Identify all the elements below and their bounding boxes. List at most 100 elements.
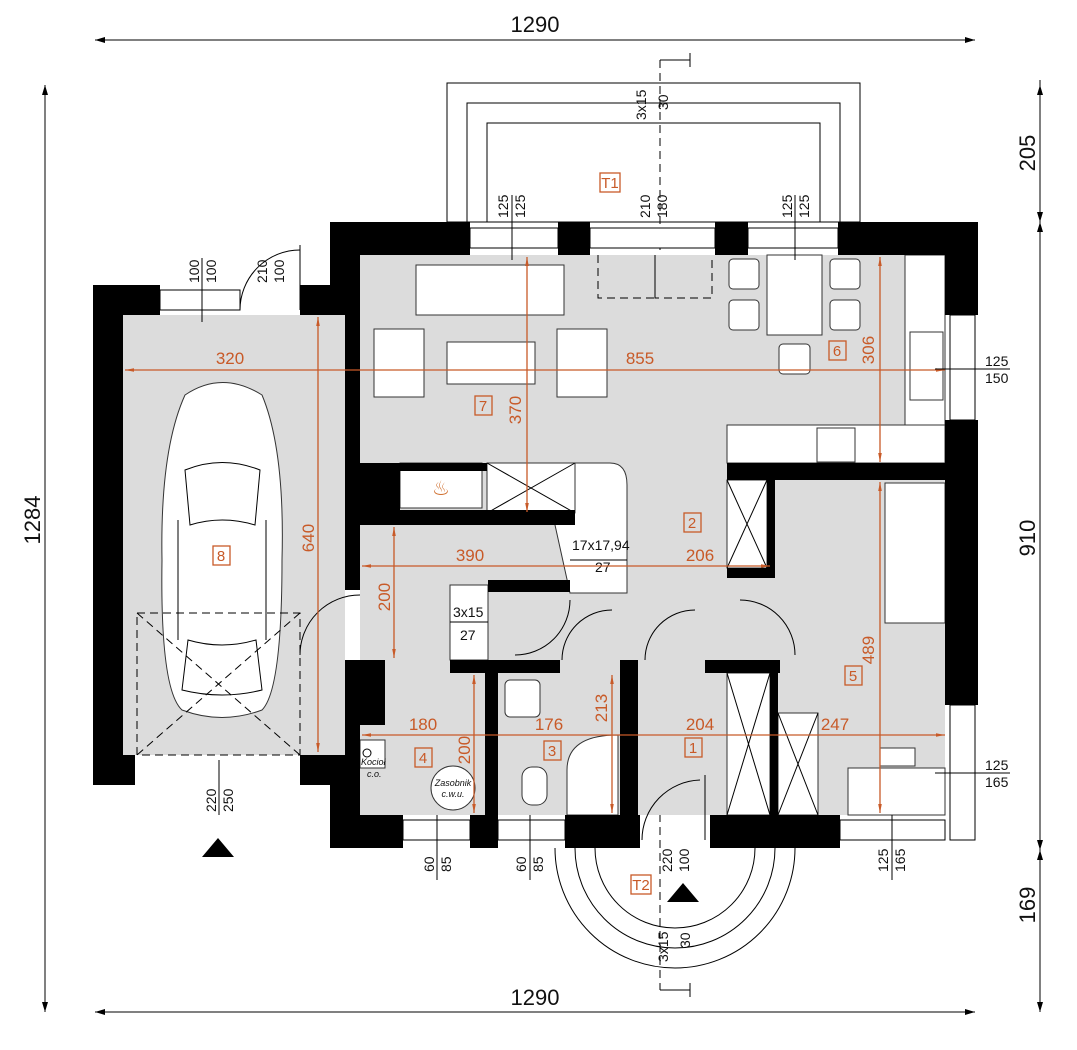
dim-garage-width: 320 [216, 349, 244, 368]
dim-room4-width: 180 [409, 715, 437, 734]
win-label: 100 [186, 259, 202, 283]
garage-side-door[interactable] [239, 249, 301, 311]
dim-room1-width: 204 [686, 715, 714, 734]
room-label-8: 8 [217, 548, 225, 565]
stairs-steps-label: 17x17,94 [572, 537, 630, 553]
house-floor [360, 255, 945, 815]
door-label: 210 [254, 259, 270, 283]
bathroom-door[interactable] [561, 609, 613, 661]
opening-labels: 125 125 210 180 125 125 100 100 210 100 … [186, 194, 1010, 880]
room-dimension-lines [125, 257, 945, 813]
terrace-bottom-step-rise: 30 [677, 932, 693, 948]
room-label-1: 1 [689, 740, 697, 757]
room5-door[interactable] [739, 599, 796, 656]
window [159, 289, 241, 311]
win-label: 85 [530, 856, 546, 872]
section-marker-bottom [660, 983, 691, 997]
win-label: 165 [892, 848, 908, 872]
dim-top-width: 1290 [511, 12, 560, 37]
coffee-table-icon [446, 341, 536, 385]
dim-living-width: 855 [626, 349, 654, 368]
car-icon [161, 382, 283, 718]
room-label-2: 2 [688, 515, 696, 532]
door-label: 180 [654, 194, 670, 218]
room-labels: 1 2 3 4 5 6 7 8 T1 T2 [212, 172, 863, 895]
door-label: 100 [676, 848, 692, 872]
window [497, 819, 566, 841]
win-label: 125 [779, 194, 795, 218]
desk-icon [847, 767, 946, 816]
win-label: 60 [513, 856, 529, 872]
walls [93, 222, 978, 848]
room-label-T1: T1 [601, 175, 619, 192]
armchair-icon [556, 328, 608, 398]
boiler-sub-label: c.o. [367, 769, 382, 779]
section-marker-top [660, 53, 691, 67]
win-label: 125 [796, 194, 812, 218]
room-label-7: 7 [479, 398, 487, 415]
dim-room3-depth: 213 [592, 694, 611, 722]
dim-room5-width: 247 [821, 715, 849, 734]
main-stairs: 17x17,94 27 3x15 27 [449, 462, 630, 661]
dim-garage-length: 640 [299, 524, 318, 552]
garage-gate-open [136, 612, 301, 756]
door-label: 100 [271, 259, 287, 283]
fire-icon: ♨ [432, 478, 450, 500]
terrace-step-count: 3x15 [633, 89, 649, 120]
terrace-step-rise: 30 [655, 94, 671, 110]
garage-entry-arrow-icon [202, 838, 234, 857]
stairs-tread-label: 27 [595, 559, 611, 575]
terrace-door-swing[interactable] [597, 255, 656, 299]
room-label-4: 4 [419, 750, 427, 767]
hall-door[interactable] [644, 609, 696, 661]
win-label: 100 [203, 259, 219, 283]
dim-right-205: 205 [1015, 135, 1040, 172]
win-label: 165 [985, 774, 1009, 790]
window [747, 227, 839, 249]
door-label: 220 [659, 848, 675, 872]
gate-label: 220 [203, 788, 219, 812]
terrace-bottom: 3x15 30 [554, 847, 796, 969]
dim-living-depth: 370 [506, 396, 525, 424]
entrance-door[interactable] [641, 779, 701, 841]
toilet-icon [521, 766, 548, 806]
sofa-icon [415, 264, 565, 316]
door-label: 210 [637, 194, 653, 218]
win-label: 125 [875, 848, 891, 872]
terrace-door[interactable] [589, 227, 716, 249]
dining-set [728, 254, 861, 375]
room-dimension-labels: 320 640 855 370 306 390 206 200 489 247 … [216, 336, 878, 764]
storage-door[interactable] [514, 599, 571, 656]
dim-room3-width: 176 [535, 715, 563, 734]
win-label: 125 [495, 194, 511, 218]
terrace-bottom-step-count: 3x15 [655, 931, 671, 962]
dim-hall-width-2: 206 [686, 546, 714, 565]
living-furniture: ♨ [373, 264, 608, 509]
small-stairs-tread-label: 27 [460, 627, 476, 643]
gate-label: 250 [220, 788, 236, 812]
win-label: 60 [421, 856, 437, 872]
dim-hall-width: 390 [456, 546, 484, 565]
small-stairs-steps-label: 3x15 [453, 604, 484, 620]
dim-hall-depth: 200 [375, 583, 394, 611]
win-label: 125 [985, 353, 1009, 369]
boiler-label: Kocioł [361, 757, 387, 767]
dim-room5-depth: 489 [859, 636, 878, 664]
armchair-icon [373, 328, 425, 398]
dim-kitchen-depth: 306 [859, 336, 878, 364]
room-label-5: 5 [849, 668, 857, 685]
room-label-3: 3 [548, 743, 556, 760]
window [469, 227, 559, 249]
dim-left-height: 1284 [20, 496, 45, 545]
cooktop-icon [816, 427, 856, 463]
dim-right-169: 169 [1015, 887, 1040, 924]
boiler: Kocioł c.o. [359, 739, 387, 779]
dim-room4-depth: 200 [455, 736, 474, 764]
washbasin-icon [504, 679, 541, 718]
overall-dimensions: 1290 1290 1284 205 910 169 [20, 12, 1043, 1015]
win-label: 150 [985, 370, 1009, 386]
doors [239, 245, 796, 841]
tank-label: Zasobnik [434, 778, 472, 788]
win-label: 125 [512, 194, 528, 218]
